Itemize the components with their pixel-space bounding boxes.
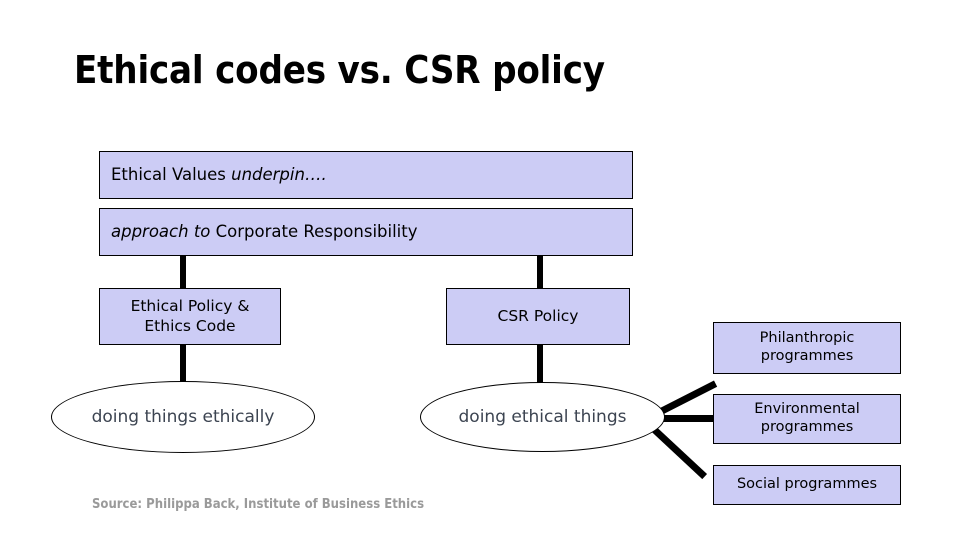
page-title: Ethical codes vs. CSR policy [74, 48, 605, 92]
approach-plain: Corporate Responsibility [210, 222, 418, 242]
social-programmes-line1: Social programmes [736, 476, 878, 493]
source-note: Source: Philippa Back, Institute of Busi… [92, 497, 425, 512]
connector-banner-to-ethical-policy [180, 250, 186, 292]
social-programmes-box: Social programmes [713, 465, 901, 505]
csr-policy-box: CSR Policy [446, 288, 630, 345]
doing-ethical-things-label: doing ethical things [458, 407, 627, 427]
approach-italic: approach to [111, 222, 211, 242]
environmental-programmes-box: Environmental programmes [713, 394, 901, 444]
philanthropic-line1: Philanthropic [759, 330, 855, 347]
ethical-policy-line1: Ethical Policy & [130, 297, 250, 316]
ethical-values-italic: underpin…. [231, 165, 327, 185]
ethical-values-banner-text: Ethical Values underpin…. [111, 165, 632, 185]
csr-policy-line1: CSR Policy [497, 306, 579, 325]
connector-ethical-policy-to-ellipse [180, 342, 186, 390]
approach-banner-text: approach to Corporate Responsibility [111, 222, 632, 242]
philanthropic-line2: programmes [760, 348, 854, 364]
doing-things-ethically-label: doing things ethically [91, 407, 275, 427]
environmental-line1: Environmental [754, 401, 860, 418]
doing-ethical-things-ellipse: doing ethical things [420, 382, 665, 452]
ethical-values-banner: Ethical Values underpin…. [99, 151, 633, 199]
environmental-programmes-text: Environmental programmes [714, 401, 900, 436]
connector-ellipse-to-social [649, 424, 708, 480]
approach-banner: approach to Corporate Responsibility [99, 208, 633, 256]
connector-ellipse-to-environmental [658, 415, 718, 422]
ethical-policy-box: Ethical Policy & Ethics Code [99, 288, 281, 345]
connector-banner-to-csr-policy [537, 250, 543, 292]
doing-things-ethically-ellipse: doing things ethically [51, 381, 315, 453]
ethical-values-plain: Ethical Values [111, 165, 232, 185]
philanthropic-programmes-box: Philanthropic programmes [713, 322, 901, 374]
philanthropic-programmes-text: Philanthropic programmes [714, 330, 900, 365]
ethical-policy-line2: Ethics Code [144, 316, 236, 335]
environmental-line2: programmes [760, 419, 854, 435]
connector-csr-policy-to-ellipse [537, 342, 543, 390]
ethical-policy-box-text: Ethical Policy & Ethics Code [100, 297, 280, 336]
